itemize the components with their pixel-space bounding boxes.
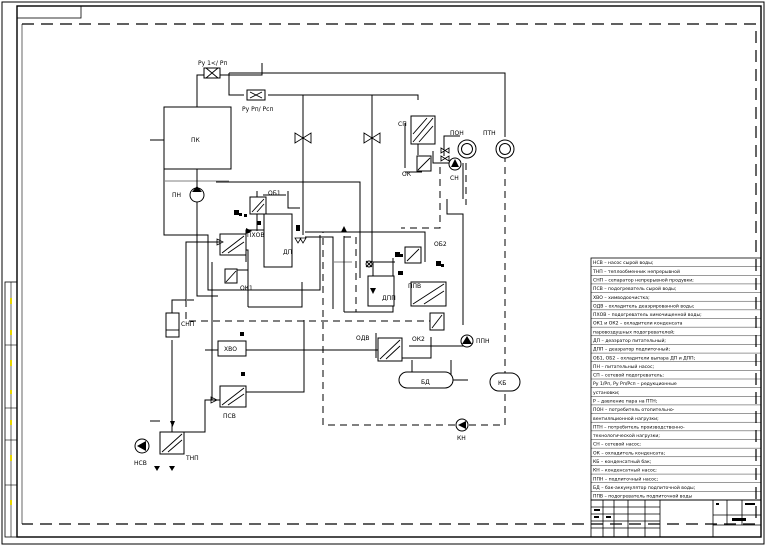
- legend-item: ТНП – теплообменник непрерывной: [592, 268, 680, 275]
- kb-label: КБ: [498, 380, 506, 387]
- legend-item: ОК – охладитель конденсата;: [593, 450, 666, 456]
- ppn-label: ППН: [476, 338, 490, 345]
- ok1-label: ОК1: [240, 285, 253, 292]
- snp-label: СНП: [181, 321, 194, 328]
- legend-item: технологической нагрузки;: [593, 432, 660, 439]
- legend-item: НСВ – насос сырой воды;: [593, 259, 654, 266]
- legend-list: НСВ – насос сырой воды; ТНП – теплообменн…: [591, 259, 761, 501]
- legend-item: ПХОВ – подогреватель химочищенной воды;: [593, 311, 702, 318]
- psv-label: ПСВ: [223, 413, 236, 420]
- bd-label: БД: [421, 379, 430, 386]
- ru1-label: Ру 1</ Рп: [198, 60, 227, 67]
- pkhov-label: ПХОВ: [247, 232, 264, 239]
- ppv-label: ППВ: [408, 283, 421, 290]
- sp-label: СП: [398, 121, 407, 128]
- legend-item: СП – сетевой подогреватель;: [593, 372, 664, 379]
- pump-symbols: [137, 159, 472, 451]
- pon-consumer: [457, 139, 477, 159]
- bd-tank: [398, 371, 454, 389]
- dpp-label: ДПП: [382, 295, 396, 302]
- legend-item: ОБ1, ОБ2 – охладители выпара ДП и ДПП;: [593, 355, 696, 361]
- legend-item: ОК1 и ОК2 – охладители конденсата: [593, 321, 683, 327]
- snp-separator: [165, 312, 180, 338]
- pk-label: ПК: [191, 137, 201, 144]
- legend-item: ДПП – деаэратор подпиточный;: [593, 346, 670, 353]
- legend-item: ОДВ – охладитель деаэрированной воды;: [593, 302, 695, 309]
- kn-label: КН: [457, 435, 466, 442]
- dp-label: ДП: [283, 249, 292, 256]
- legend-item: СН – сетевой насос;: [593, 441, 641, 448]
- legend-item: ПН – питательный насос;: [593, 363, 655, 370]
- flow-arrows: [154, 226, 376, 471]
- title-block: [590, 499, 762, 538]
- pon-label: ПОН: [450, 130, 464, 137]
- indicator-flags: [234, 210, 444, 376]
- legend-item: вентиляционной нагрузки;: [593, 415, 659, 422]
- khvo-label: ХВО: [224, 346, 237, 353]
- legend-item: Ру 1/Рп, Ру Рп/Рсп – редукционные: [593, 381, 677, 387]
- legend-item: ПСВ – подогреватель сырой воды;: [593, 285, 677, 292]
- legend-item: ДП – деаэратор питательный;: [593, 337, 666, 344]
- valves: [294, 132, 450, 268]
- pipelines: [150, 63, 506, 433]
- pn-label: ПН: [172, 192, 181, 199]
- equipment-details: [161, 67, 445, 453]
- dashed-pipelines: [185, 155, 506, 426]
- legend-item: ПТН – потребитель производственно-: [593, 424, 685, 430]
- equipment: [134, 67, 521, 455]
- margin-marks: [10, 298, 12, 505]
- pk-boiler: [163, 106, 232, 170]
- kb-tank: [489, 372, 521, 392]
- legend-item: установки;: [593, 391, 620, 396]
- legend-item: СНП – сепаратор непрерывной продувки;: [593, 277, 694, 284]
- nsv-label: НСВ: [134, 460, 147, 467]
- legend-item: паровоздушных подогревателей;: [593, 328, 675, 335]
- ru2-label: Ру Рп/ Рсп: [242, 106, 273, 113]
- legend-item: ППН – подпиточный насос;: [593, 475, 659, 482]
- legend-item: КБ – конденсатный бак;: [593, 458, 652, 465]
- legend-item: ХВО – химводоочистка;: [593, 295, 650, 301]
- ob1-label: ОБ1: [268, 190, 281, 197]
- ptn-consumer: [495, 139, 515, 159]
- legend-item: БД – бак-аккумулятор подпиточной воды;: [593, 484, 696, 491]
- legend-item: КН – конденсатный насос;: [593, 467, 657, 474]
- dp-deaerator: [263, 213, 293, 268]
- odv-label: ОДВ: [356, 335, 370, 342]
- legend-item: Р – давление пара на ПТН;: [593, 399, 658, 405]
- legend-item: ПОН – потребитель отопительно-: [593, 407, 675, 413]
- title-block-marks: [594, 503, 755, 521]
- legend-item: ППВ – подогреватель подпиточной воды: [593, 493, 692, 500]
- khvo-unit: [217, 340, 247, 357]
- ok2-label: ОК2: [412, 336, 425, 343]
- tnp-label: ТНП: [185, 455, 199, 462]
- ob2-label: ОБ2: [434, 241, 447, 248]
- equipment-labels: Ру 1</ Рп Ру Рп/ Рсп ПК ПН СП ПОН ПТН ОК…: [134, 60, 506, 467]
- ptn-label: ПТН: [483, 130, 496, 137]
- ok-label: ОК: [402, 171, 412, 178]
- sn-label: СН: [450, 175, 459, 182]
